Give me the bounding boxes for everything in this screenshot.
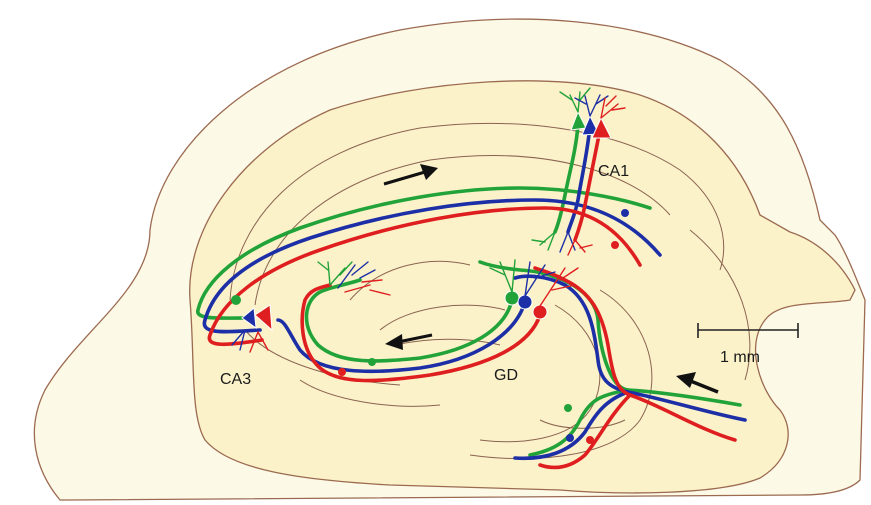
- gd-label: GD: [494, 367, 518, 384]
- scale-bar-label: 1 mm: [720, 349, 760, 366]
- ca3-label: CA3: [220, 371, 251, 388]
- ca1-label: CA1: [598, 163, 629, 180]
